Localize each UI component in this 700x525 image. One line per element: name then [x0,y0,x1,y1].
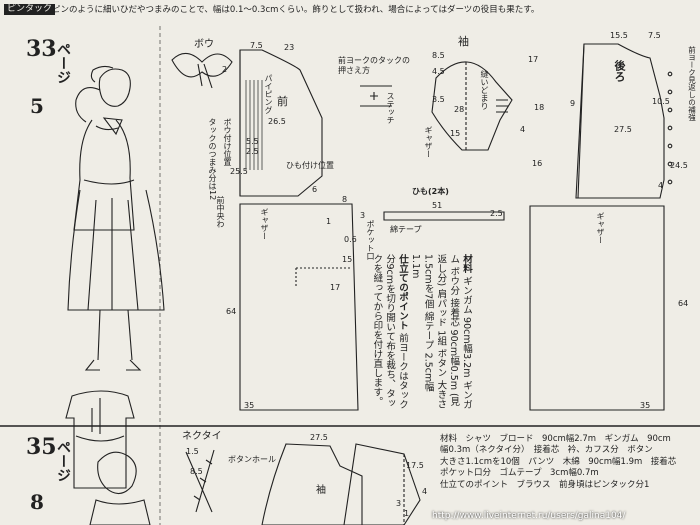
n-27-5: 27.5 [310,433,328,442]
b-35: 35 [640,401,651,410]
materials-title: 材料 [461,254,472,273]
bow-label: ボウ [194,39,214,50]
header-tab: ピンタック [4,4,56,15]
pocket-label: ポケット口 [366,220,375,260]
gather-back-label: ギャザー [596,212,605,244]
header-note: ピンのように細いひだやつまみのことで、幅は0.1〜0.3cmくらい。飾りとして扱… [52,5,540,15]
m-35: 35 [244,401,255,410]
m-64: 64 [226,307,237,316]
points-text: 前ヨークはタック分9cmを切り開いて布を裁ち、タックを縫ってから印を付け直します… [371,254,408,410]
b-9: 9 [570,99,576,108]
page-digit-5: 5 [30,94,44,118]
sleeve-35-label: 袖 [316,485,326,496]
center-front-label: 前中央わ [216,196,225,228]
materials-35: 材料 シャツ ブロード 90cm幅2.7m ギンガム 90cm 幅0.3m（ネク… [440,434,676,491]
m-23: 23 [284,43,295,52]
m-3: 3 [360,211,366,220]
m-7-5: 7.5 [250,41,263,50]
b-24-5: 24.5 [670,161,688,170]
materials-block: 材料 ギンガム 90cm幅3.2m ギンガム ボウ分 接着芯 90cm幅0.5m… [371,254,472,414]
s-28: 28 [454,105,465,114]
bias-label: パイピング [264,74,273,114]
page-digit-8: 8 [30,490,44,514]
page-label-33: ページ [55,42,71,84]
stitch-label: ステッチ [386,92,395,124]
m-15: 15 [342,255,353,264]
m-6: 6 [312,185,318,194]
s-8-5: 8.5 [432,51,445,60]
m-0-6: 0.6 [344,235,357,244]
m-26-5: 26.5 [268,117,286,126]
himo-2-5: 2.5 [490,209,503,218]
b-15-5: 15.5 [610,31,628,40]
mat-line-4: ポケット口分 ゴムテープ 3cm幅0.7m [440,468,599,479]
n-3: 3 [396,499,402,508]
tie-position-label: ひも付け位置 [286,161,334,170]
points-line: 仕立てのポイント ブラウス 前身頃はピンタック分1 [440,479,650,490]
m-2: 2 [222,65,228,74]
bow-position-label: ボウ付け位置 [223,118,232,166]
mat-line-1: 材料 シャツ ブロード 90cm幅2.7m ギンガム 90cm [440,434,671,444]
stop-stitch-label: 縫いどまり [480,70,489,110]
buttonhole-label: ボタンホール [228,455,276,464]
n-4: 4 [422,487,428,496]
watermark: http://www.liveinternet.ru/users/galina1… [432,511,626,521]
b-10-5: 10.5 [652,97,670,106]
s-16: 16 [532,159,543,168]
b-64: 64 [678,299,689,308]
m-2-5: 2.5 [246,147,259,156]
n-8-5: 8.5 [190,467,203,476]
button-note: 前ヨーク見返しの補強 [687,46,697,121]
materials-text: ギンガム 90cm幅3.2m ギンガム ボウ分 接着芯 90cm幅0.5m (見… [409,254,472,409]
points-title: 仕立てのポイント [396,254,408,330]
himo-title: ひも(2本) [412,187,449,196]
s-4: 4 [520,125,526,134]
m-25-5: 25.5 [230,167,248,176]
page-number-33: 33 [26,36,57,62]
page-number-35: 35 [26,434,57,460]
b-4: 4 [658,181,664,190]
mat-line-3: 大きさ1.1cmを10個 パンツ 木綿 90cm幅1.9m 接着芯 [440,456,677,467]
s-3-5: 3.5 [432,95,445,104]
n-1: 1 [404,509,410,518]
b-7-5: 7.5 [648,31,661,40]
s-18: 18 [534,103,545,112]
himo-tape-label: 綿テープ [390,225,422,234]
n-1-5: 1.5 [186,447,199,456]
s-4-5: 4.5 [432,67,445,76]
gather-front-label: ギャザー [260,208,269,240]
yoke-title: 前ヨークのタックの押さえ方 [338,56,410,76]
back-label: 後ろ [613,60,626,82]
gather-sleeve-label: ギャザー [424,126,433,158]
m-1: 1 [326,217,332,226]
m-5-5: 5.5 [246,137,259,146]
m-8: 8 [342,195,348,204]
m-17: 17 [330,283,341,292]
tuck-note: タックのつまみ分は12 [208,118,217,201]
sleeve-label: 袖 [458,35,469,48]
himo-51: 51 [432,201,443,210]
n-17-5: 17.5 [406,461,424,470]
page-label-35: ページ [55,440,71,482]
mat-line-2: 幅0.3m（ネクタイ分） 接着芯 衿、カフス分 ボタン [440,445,653,456]
front-label: 前 [277,95,288,108]
s-15: 15 [450,129,461,138]
s-17: 17 [528,55,539,64]
necktie-label: ネクタイ [182,431,222,442]
b-27-5: 27.5 [614,125,632,134]
